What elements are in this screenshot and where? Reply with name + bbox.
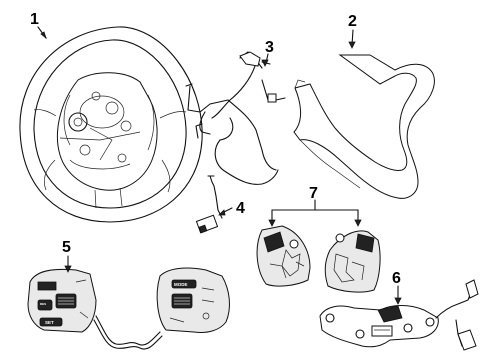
callout-7: 7 [309,185,318,202]
wiring-harness [185,51,286,185]
sensor-lead [195,175,233,234]
callout-4: 4 [236,200,245,217]
set-button-label: SET [45,320,54,325]
switch-panel-pair [256,199,381,293]
callout-2: 2 [348,13,357,30]
callout-3: 3 [265,39,274,56]
callout-6: 6 [392,270,401,287]
trim-bezel [293,29,435,199]
steering-wheel [19,26,203,223]
clockspring-bracket [319,279,479,351]
mode-button-label: MODE [174,282,188,287]
switch-module-assembly: RES SET MODE [27,255,230,350]
svg-text:RES: RES [40,302,46,306]
callout-1: 1 [30,11,39,28]
callout-5: 5 [62,239,71,256]
